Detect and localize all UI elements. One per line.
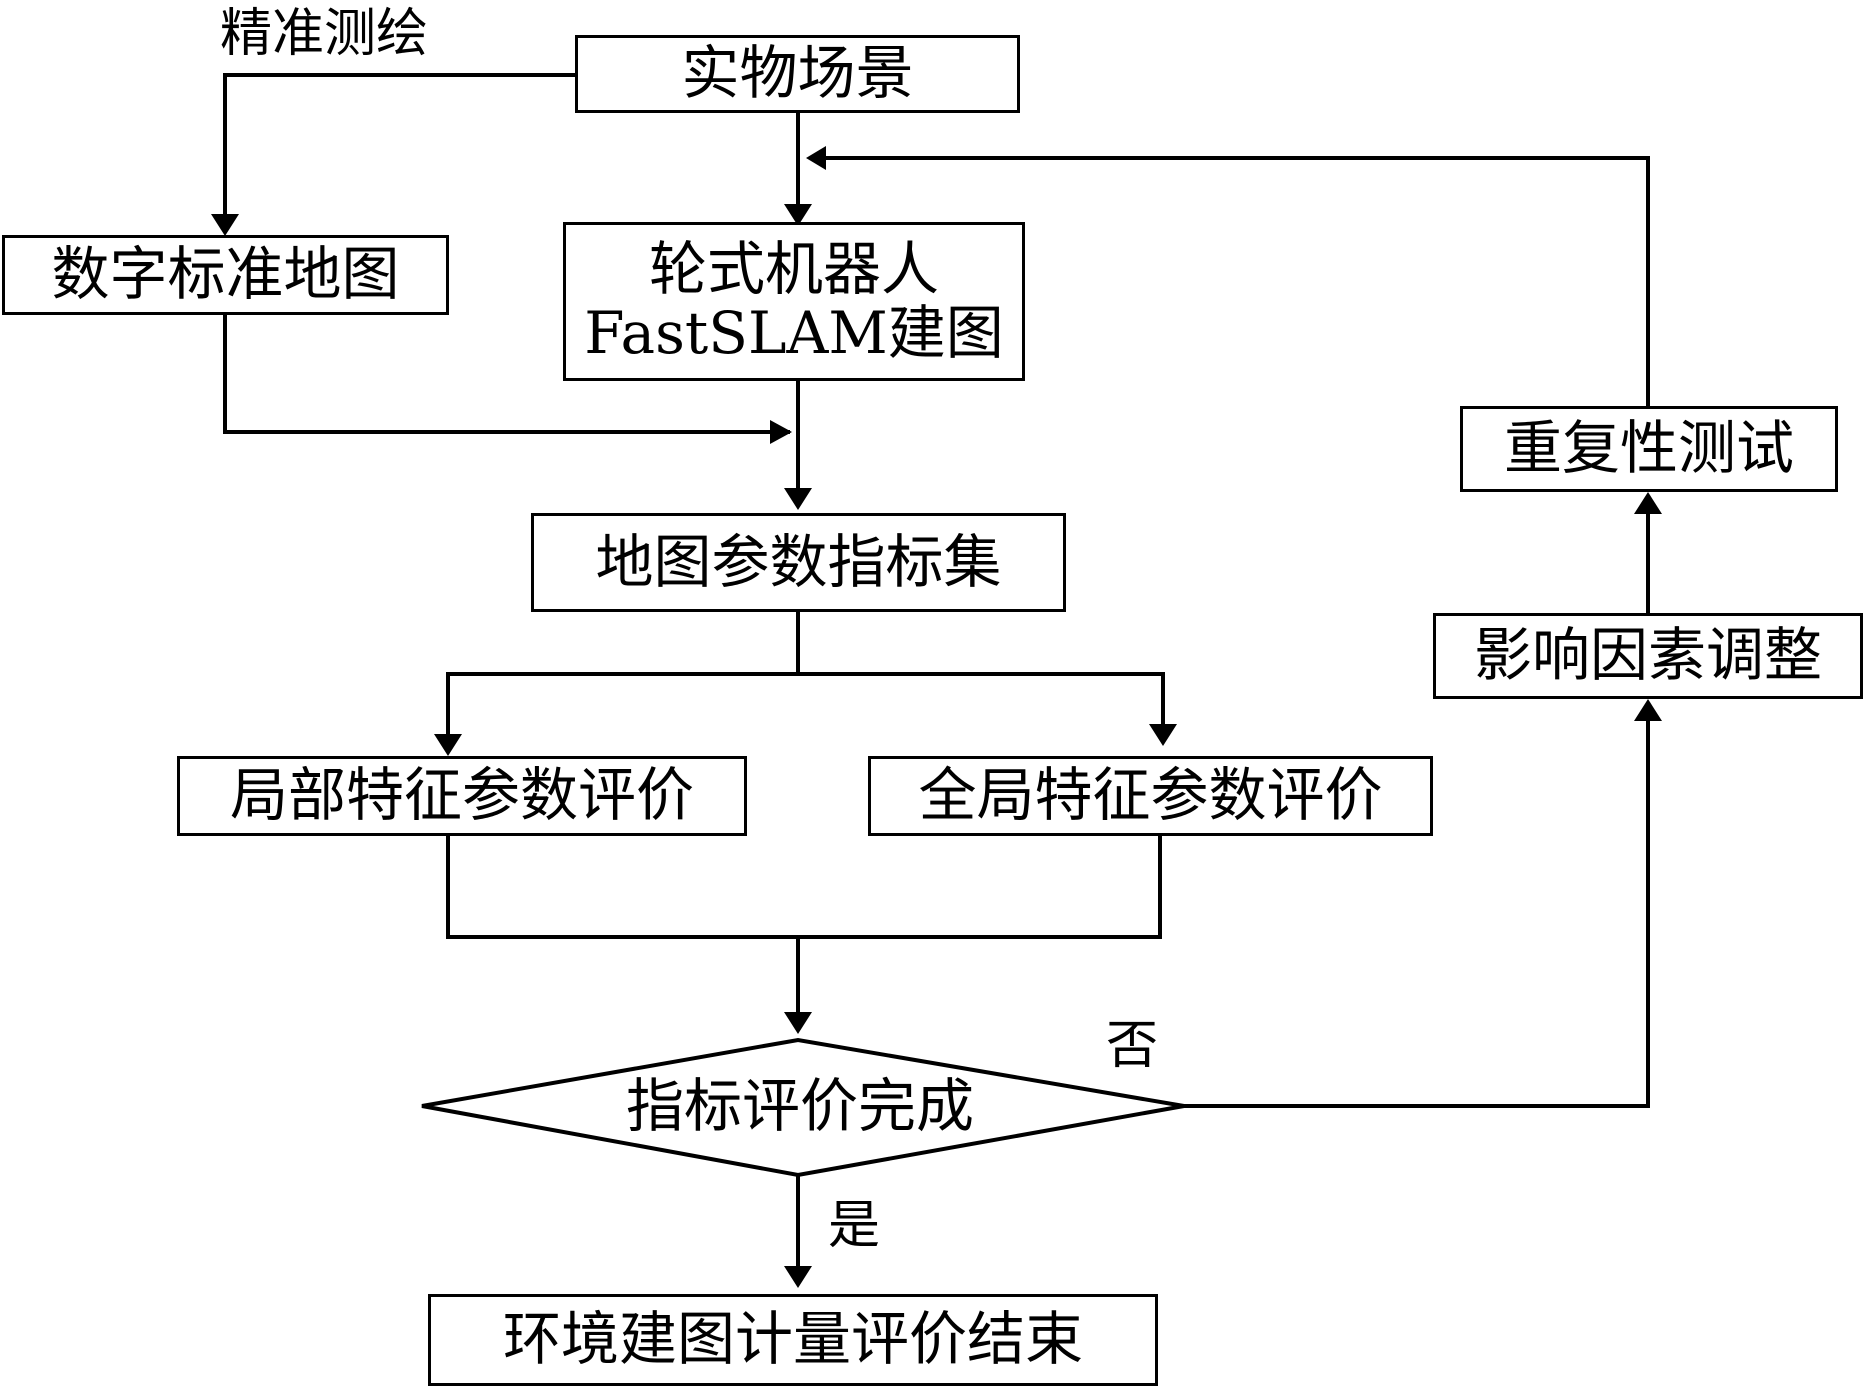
- robot-fastslam-box: 轮式机器人 FastSLAM建图: [563, 222, 1025, 381]
- end-box: 环境建图计量评价结束: [428, 1294, 1158, 1386]
- robot-label-line1: 轮式机器人: [648, 234, 939, 303]
- edge-label-no: 否: [1106, 1016, 1159, 1076]
- factor-adjust-label: 影响因素调整: [1473, 621, 1822, 690]
- edge-split-to-local: [446, 672, 1165, 752]
- local-feature-eval-label: 局部特征参数评价: [229, 761, 694, 830]
- map-param-index-set-label: 地图参数指标集: [595, 527, 1002, 596]
- end-label: 环境建图计量评价结束: [502, 1305, 1083, 1374]
- robot-label-line2: FastSLAM建图: [584, 298, 1004, 367]
- local-feature-eval-box: 局部特征参数评价: [177, 756, 747, 836]
- factor-adjust-box: 影响因素调整: [1433, 613, 1863, 699]
- arrowheads: [211, 146, 1662, 1288]
- arrow-digital-to-index-line: [770, 420, 792, 444]
- edge-label-precise-survey: 精准测绘: [220, 4, 429, 64]
- physical-scene-box: 实物场景: [575, 35, 1020, 113]
- arrow-to-end: [784, 1266, 812, 1288]
- arrow-to-index: [784, 488, 812, 510]
- arrow-to-digital-map: [211, 214, 239, 236]
- edge-decision-no: [1184, 707, 1650, 1108]
- decision-label: 指标评价完成: [625, 1072, 975, 1140]
- physical-scene-label: 实物场景: [681, 39, 914, 108]
- arrow-to-local: [434, 734, 462, 756]
- global-feature-eval-box: 全局特征参数评价: [868, 756, 1433, 836]
- digital-standard-map-box: 数字标准地图: [2, 235, 449, 315]
- map-param-index-set-box: 地图参数指标集: [531, 513, 1066, 612]
- arrow-to-decision: [784, 1012, 812, 1034]
- global-feature-eval-label: 全局特征参数评价: [918, 761, 1383, 830]
- arrow-to-repeat: [1634, 492, 1662, 514]
- arrow-to-robot: [784, 204, 812, 226]
- arrow-to-global: [1149, 724, 1177, 746]
- arrow-repeat-merge: [806, 146, 826, 170]
- edge-evals-merge: [446, 836, 1162, 939]
- repeatability-test-label: 重复性测试: [1503, 414, 1794, 483]
- digital-standard-map-label: 数字标准地图: [51, 240, 400, 309]
- arrow-to-factor: [1634, 699, 1662, 721]
- edge-repeat-to-robot: [810, 156, 1650, 406]
- decision-diamond: [421, 1037, 1185, 1178]
- edge-label-yes: 是: [828, 1196, 881, 1256]
- repeatability-test-box: 重复性测试: [1460, 406, 1838, 492]
- edge-scene-to-digital-map: [223, 73, 575, 230]
- edge-digital-map-to-index: [223, 315, 790, 434]
